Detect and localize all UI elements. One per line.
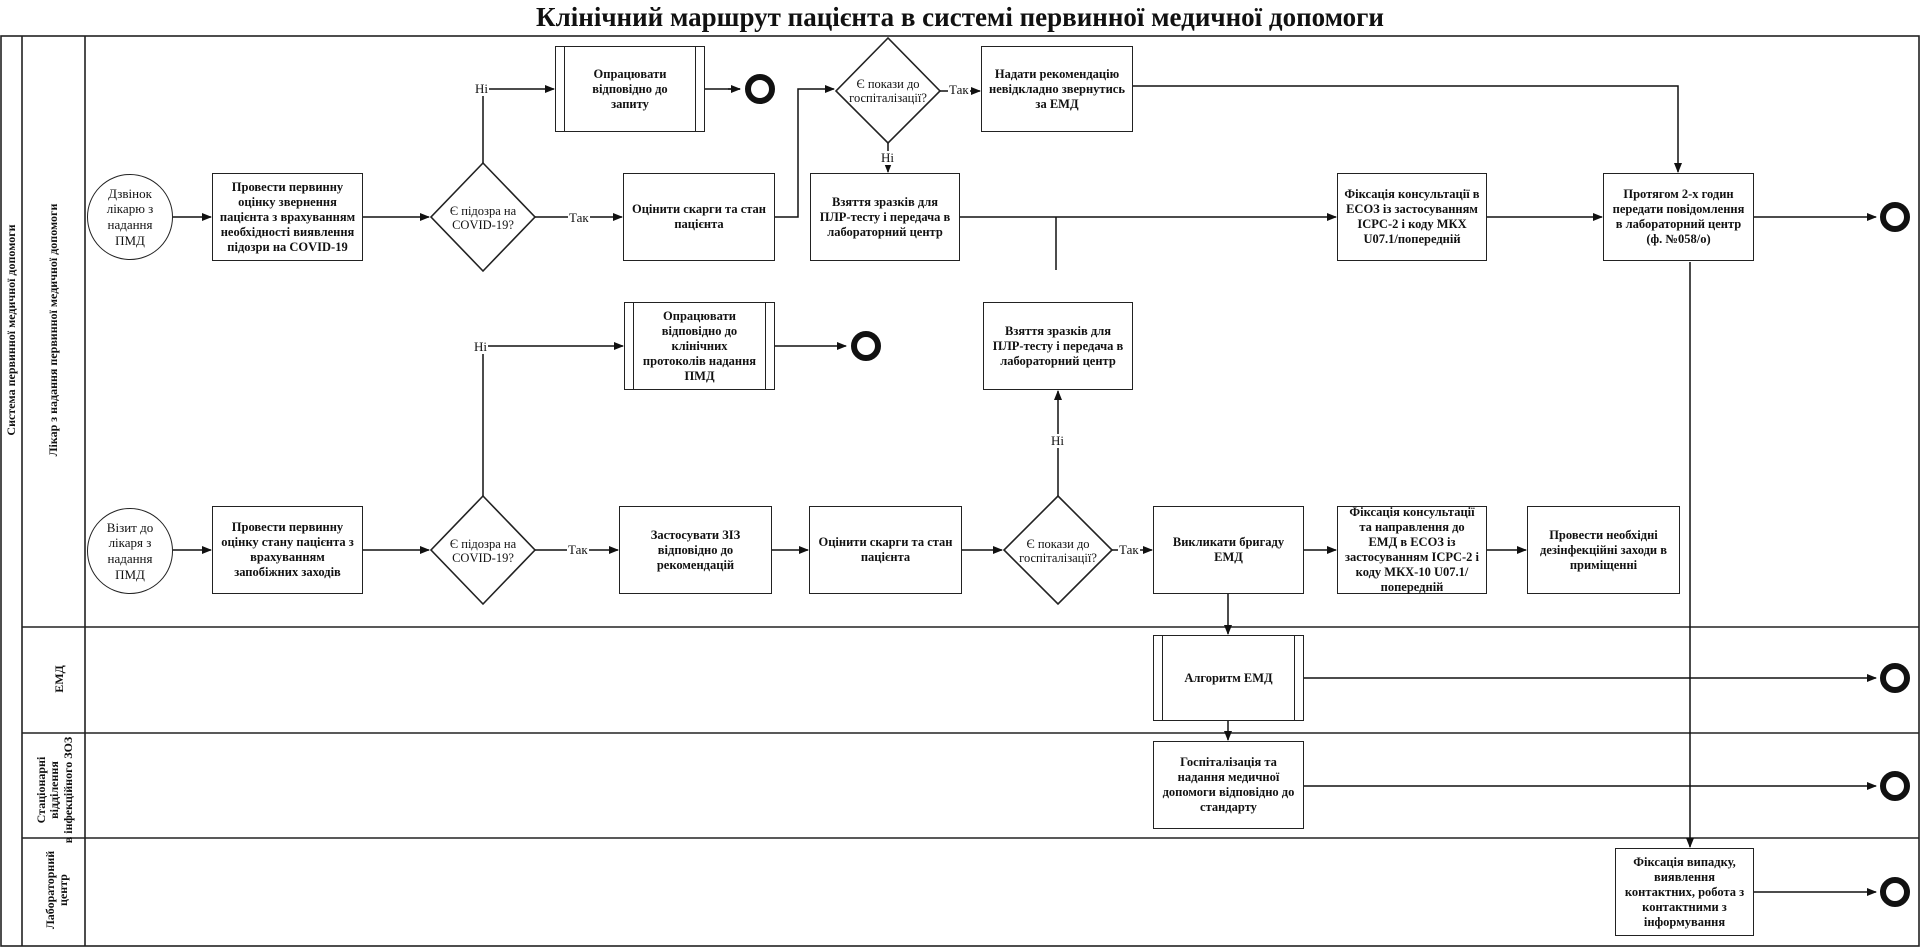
task-visit-ppe: Застосувати ЗІЗ відповідно до рекомендац… bbox=[619, 506, 772, 594]
task-hospitalize: Госпіталізація та надання медичної допом… bbox=[1153, 741, 1304, 829]
start-event-visit: Візит до лікаря з надання ПМД bbox=[87, 508, 173, 594]
visit-hosp-gateway bbox=[1002, 494, 1114, 606]
task-visit-emd: Викликати бригаду ЕМД bbox=[1153, 506, 1304, 594]
gateway-label-call-hosp: Є покази до госпіталізації? bbox=[849, 76, 927, 105]
subprocess-call-no: Опрацювати відповідно до запиту bbox=[555, 46, 705, 132]
task-lab-record: Фіксація випадку, виявлення контактних, … bbox=[1615, 848, 1754, 936]
task-visit-sample: Взяття зразків для ПЛР-тесту і передача … bbox=[983, 302, 1133, 390]
task-disinfect: Провести необхідні дезінфекційні заходи … bbox=[1527, 506, 1680, 594]
subprocess-visit-no: Опрацювати відповідно до клінічних прото… bbox=[624, 302, 775, 390]
end-event-notify bbox=[1880, 202, 1910, 232]
lane-label-hospital-line2: відділення bbox=[47, 761, 62, 819]
lane-label-hospital: Стаціонарні відділення в інфекційного ЗО… bbox=[34, 730, 75, 850]
task-visit-eval: Оцінити скарги та стан пацієнта bbox=[809, 506, 962, 594]
subprocess-call-no-text: Опрацювати відповідно до запиту bbox=[592, 66, 668, 111]
lane-label-lab: Лабораторний центр bbox=[41, 835, 73, 945]
task-call-recommend: Надати рекомендацію невідкладно звернути… bbox=[981, 46, 1133, 132]
lane-label-doctor: Лікар з надання первинної медичної допом… bbox=[46, 203, 61, 457]
lane-label-lab-line2: центр bbox=[56, 874, 70, 906]
edge-label-call-hosp-yes: Так bbox=[948, 82, 970, 97]
gateway-label-visit-covid: Є підозра на COVID-19? bbox=[449, 536, 517, 565]
gateway-label-visit-hosp: Є покази до госпіталізації? bbox=[1019, 536, 1097, 565]
visit-covid-gateway bbox=[429, 494, 537, 606]
task-call-record: Фіксація консультації в ЕСОЗ із застосув… bbox=[1337, 173, 1487, 261]
diagram-title: Клінічний маршрут пацієнта в системі пер… bbox=[536, 2, 1384, 32]
end-event-lab bbox=[1880, 877, 1910, 907]
call-covid-gateway bbox=[429, 161, 537, 273]
end-event-visit-no bbox=[851, 331, 881, 361]
lane-label-emd: ЕМД bbox=[52, 665, 67, 693]
edge-label-visit-covid-yes: Так bbox=[567, 542, 589, 557]
end-event-emd bbox=[1880, 663, 1910, 693]
pool-borders bbox=[0, 35, 1920, 947]
edge-label-visit-hosp-yes: Так bbox=[1118, 542, 1140, 557]
subprocess-emd-algorithm: Алгоритм ЕМД bbox=[1153, 635, 1304, 721]
lane-label-hospital-line3: в інфекційного ЗОЗ bbox=[60, 736, 75, 844]
task-call-assess: Провести первинну оцінку звернення паціє… bbox=[212, 173, 363, 261]
pool-label-system: Система первинної медичної допомоги bbox=[4, 224, 19, 436]
subprocess-visit-no-text: Опрацювати відповідно до клінічних прото… bbox=[642, 308, 757, 383]
edge-label-visit-covid-no: Ні bbox=[473, 339, 488, 354]
task-call-sample: Взяття зразків для ПЛР-тесту і передача … bbox=[810, 173, 960, 261]
end-event-hospital bbox=[1880, 771, 1910, 801]
task-notify: Протягом 2-х годин передати повідомлення… bbox=[1603, 173, 1754, 261]
end-event-call-no bbox=[745, 74, 775, 104]
task-visit-record: Фіксація консультації та направлення до … bbox=[1337, 505, 1487, 594]
edge-label-call-covid-no: Ні bbox=[474, 81, 489, 96]
subprocess-emd-algorithm-text: Алгоритм ЕМД bbox=[1184, 670, 1273, 685]
edge-label-call-covid-yes: Так bbox=[568, 210, 590, 225]
gateway-shapes bbox=[429, 36, 1114, 606]
edge-label-call-hosp-no: Ні bbox=[880, 150, 895, 165]
gateway-label-call-covid: Є підозра на COVID-19? bbox=[449, 203, 517, 232]
task-visit-assess: Провести первинну оцінку стану пацієнта … bbox=[212, 506, 363, 594]
start-event-call: Дзвінок лікарю з надання ПМД bbox=[87, 174, 173, 260]
edge-label-visit-hosp-no: Ні bbox=[1050, 433, 1065, 448]
task-call-eval: Оцінити скарги та стан пацієнта bbox=[623, 173, 775, 261]
